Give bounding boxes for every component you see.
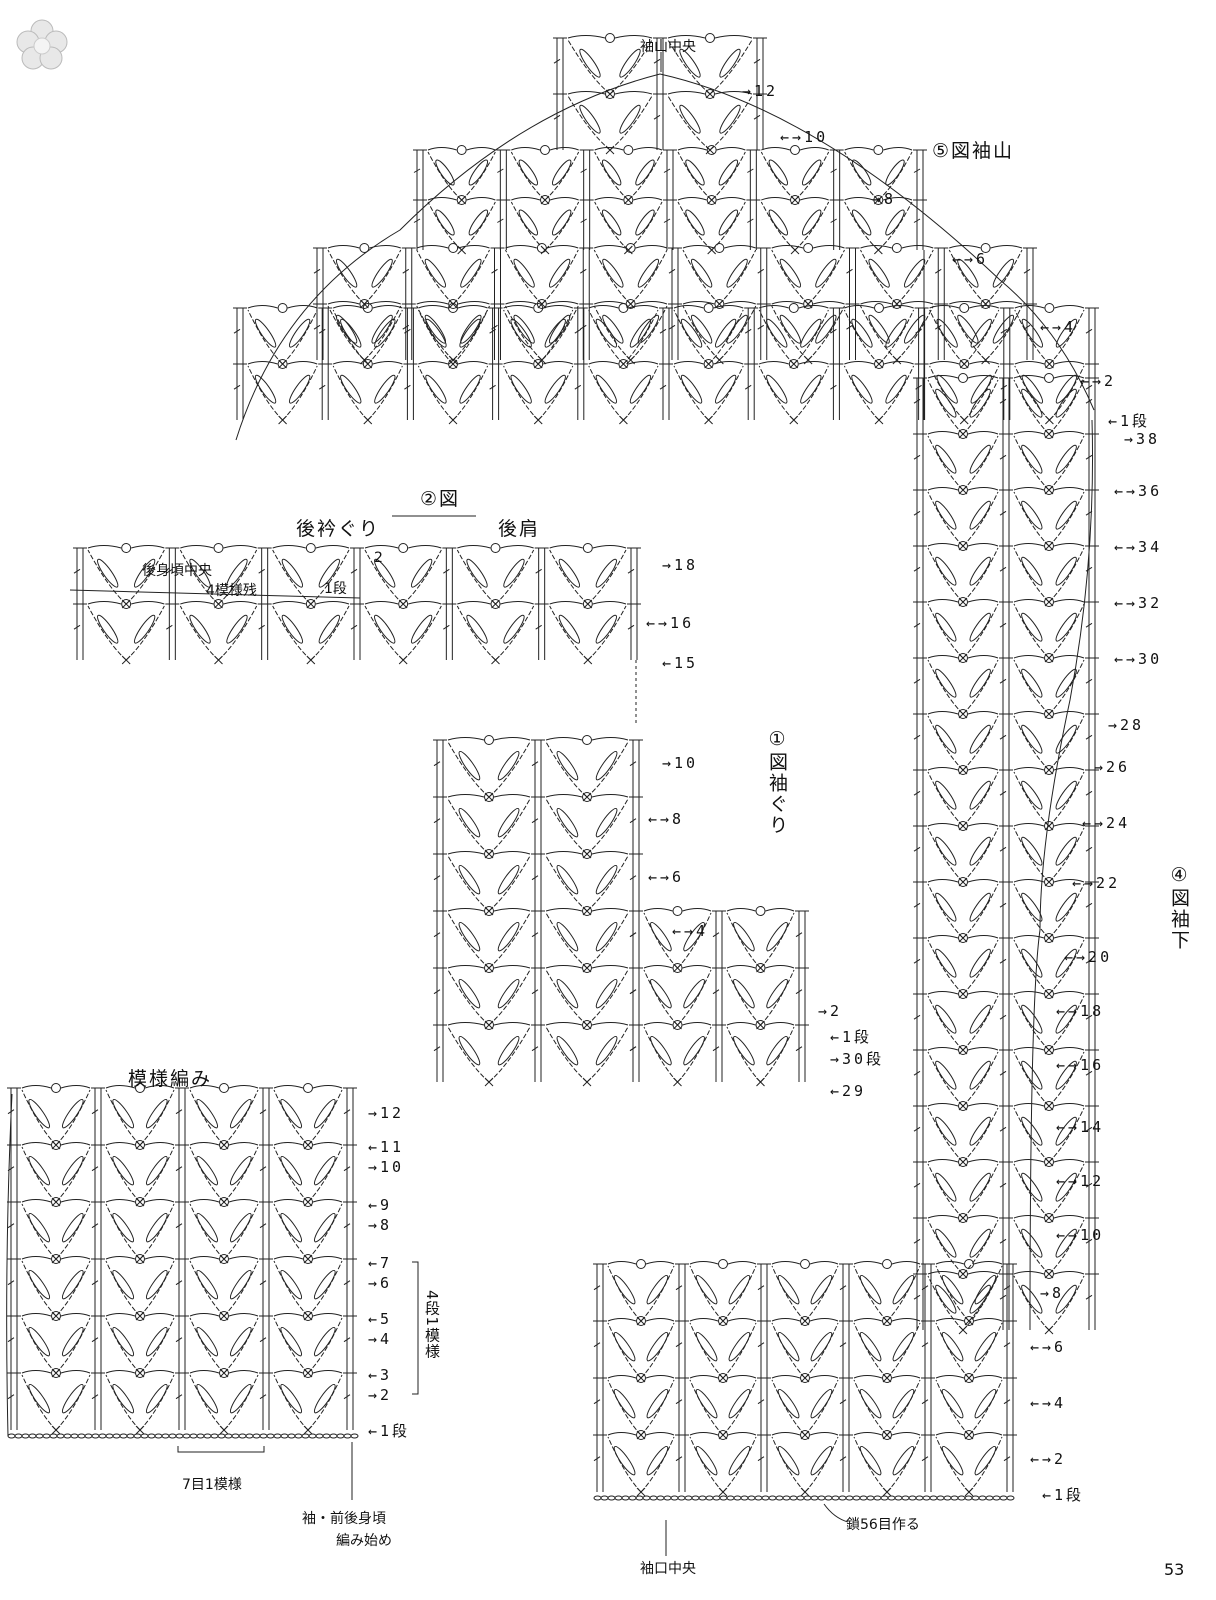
- page-number: 53: [1164, 1560, 1185, 1579]
- arm-row-2: →2: [818, 1002, 843, 1020]
- pat-row-3: ←3: [368, 1366, 393, 1384]
- under-row-34: ←→34: [1114, 538, 1163, 556]
- under-row-24: ←→24: [1082, 814, 1131, 832]
- under-row-8: →8: [1040, 1284, 1065, 1302]
- back-center-label: 後身頃中央: [142, 563, 212, 579]
- under-row-2: ←→2: [1030, 1450, 1067, 1468]
- under-row-22: ←→22: [1072, 874, 1121, 892]
- arm-row-8: ←→8: [648, 810, 685, 828]
- arm-row-10: →10: [662, 754, 699, 772]
- under-row-28: →28: [1108, 716, 1145, 734]
- arm-row-6: ←→6: [648, 868, 685, 886]
- pattern-rows-per-repeat: 4段1模様: [423, 1290, 441, 1360]
- under-row-18: ←→18: [1056, 1002, 1105, 1020]
- under-row-10: ←→10: [1056, 1226, 1105, 1244]
- neck-row-18: →18: [662, 556, 699, 574]
- under-row-20: ←→20: [1064, 948, 1113, 966]
- under-row-4: ←→4: [1030, 1394, 1067, 1412]
- arm-row-1: ←1段: [830, 1028, 873, 1046]
- arm-row-30: →30段: [830, 1050, 885, 1068]
- pattern-start-label-1: 袖・前後身頃: [302, 1511, 386, 1527]
- pat-row-5: ←5: [368, 1310, 393, 1328]
- under-row-32: ←→32: [1114, 594, 1163, 612]
- under-row-1: ←1段: [1042, 1486, 1085, 1504]
- remaining-repeats-label: 4模様残: [206, 583, 257, 599]
- arm-row-29: ←29: [830, 1082, 867, 1100]
- under-row-36: ←→36: [1114, 482, 1163, 500]
- back-neck-chart: [69, 515, 641, 724]
- pattern-start-label-2: 編み始め: [336, 1533, 392, 1549]
- chain-count-label: 鎖56目作る: [846, 1517, 920, 1533]
- sleeve-cap-center-label: 袖山中央: [640, 39, 696, 55]
- pat-row-7: ←7: [368, 1254, 393, 1272]
- cap-row-2: ←→2: [1080, 372, 1117, 390]
- pat-row-2: →2: [368, 1386, 393, 1404]
- pat-row-12: →12: [368, 1104, 405, 1122]
- armhole-title: ①図袖ぐり: [766, 728, 788, 836]
- pattern-chart: [6, 1083, 419, 1500]
- under-row-6: ←→6: [1030, 1338, 1067, 1356]
- under-row-12: ←→12: [1056, 1172, 1105, 1190]
- under-row-14: ←→14: [1056, 1118, 1105, 1136]
- underarm-title: ④図袖下: [1168, 864, 1190, 951]
- neck-row-2: 2: [374, 550, 383, 566]
- cap-row-8: →8: [872, 190, 897, 208]
- under-row-30: ←→30: [1114, 650, 1163, 668]
- underarm-chart: [913, 373, 1099, 1335]
- cap-row-1: ←1段: [1108, 412, 1151, 430]
- cap-row-6: ←→6: [952, 250, 989, 268]
- back-neck-left-label: 後衿ぐり: [296, 518, 381, 540]
- back-neck-title: ②図: [420, 488, 461, 510]
- cap-row-12: →12: [742, 82, 779, 100]
- pat-row-11: ←11: [368, 1138, 405, 1156]
- under-row-38: →38: [1124, 430, 1161, 448]
- neck-row-1: 1段: [324, 581, 347, 597]
- pat-row-8: →8: [368, 1216, 393, 1234]
- under-row-16: ←→16: [1056, 1056, 1105, 1074]
- sleeve-cuff-chart: [593, 1259, 1017, 1556]
- pat-row-10: →10: [368, 1158, 405, 1176]
- arm-row-4: ←→4: [672, 922, 709, 940]
- sleeve-cap-chart: [233, 33, 1099, 441]
- back-neck-right-label: 後肩: [498, 518, 541, 540]
- pat-row-1: ←1段: [368, 1422, 411, 1440]
- armhole-chart: [433, 735, 809, 1087]
- flower-icon: [16, 19, 68, 70]
- pat-row-4: →4: [368, 1330, 393, 1348]
- pattern-title: 模様編み: [128, 1068, 213, 1090]
- cap-row-10: ←→10: [780, 128, 829, 146]
- under-row-26: →26: [1094, 758, 1131, 776]
- pat-row-9: ←9: [368, 1196, 393, 1214]
- pattern-repeat-label: 7目1模様: [182, 1477, 242, 1493]
- neck-row-16: ←→16: [646, 614, 695, 632]
- neck-row-15: ←15: [662, 654, 699, 672]
- sleeve-cap-title: ⑤図袖山: [932, 140, 1015, 162]
- pat-row-6: →6: [368, 1274, 393, 1292]
- cap-row-4: ←→4: [1040, 318, 1077, 336]
- cuff-center-label: 袖口中央: [640, 1561, 696, 1577]
